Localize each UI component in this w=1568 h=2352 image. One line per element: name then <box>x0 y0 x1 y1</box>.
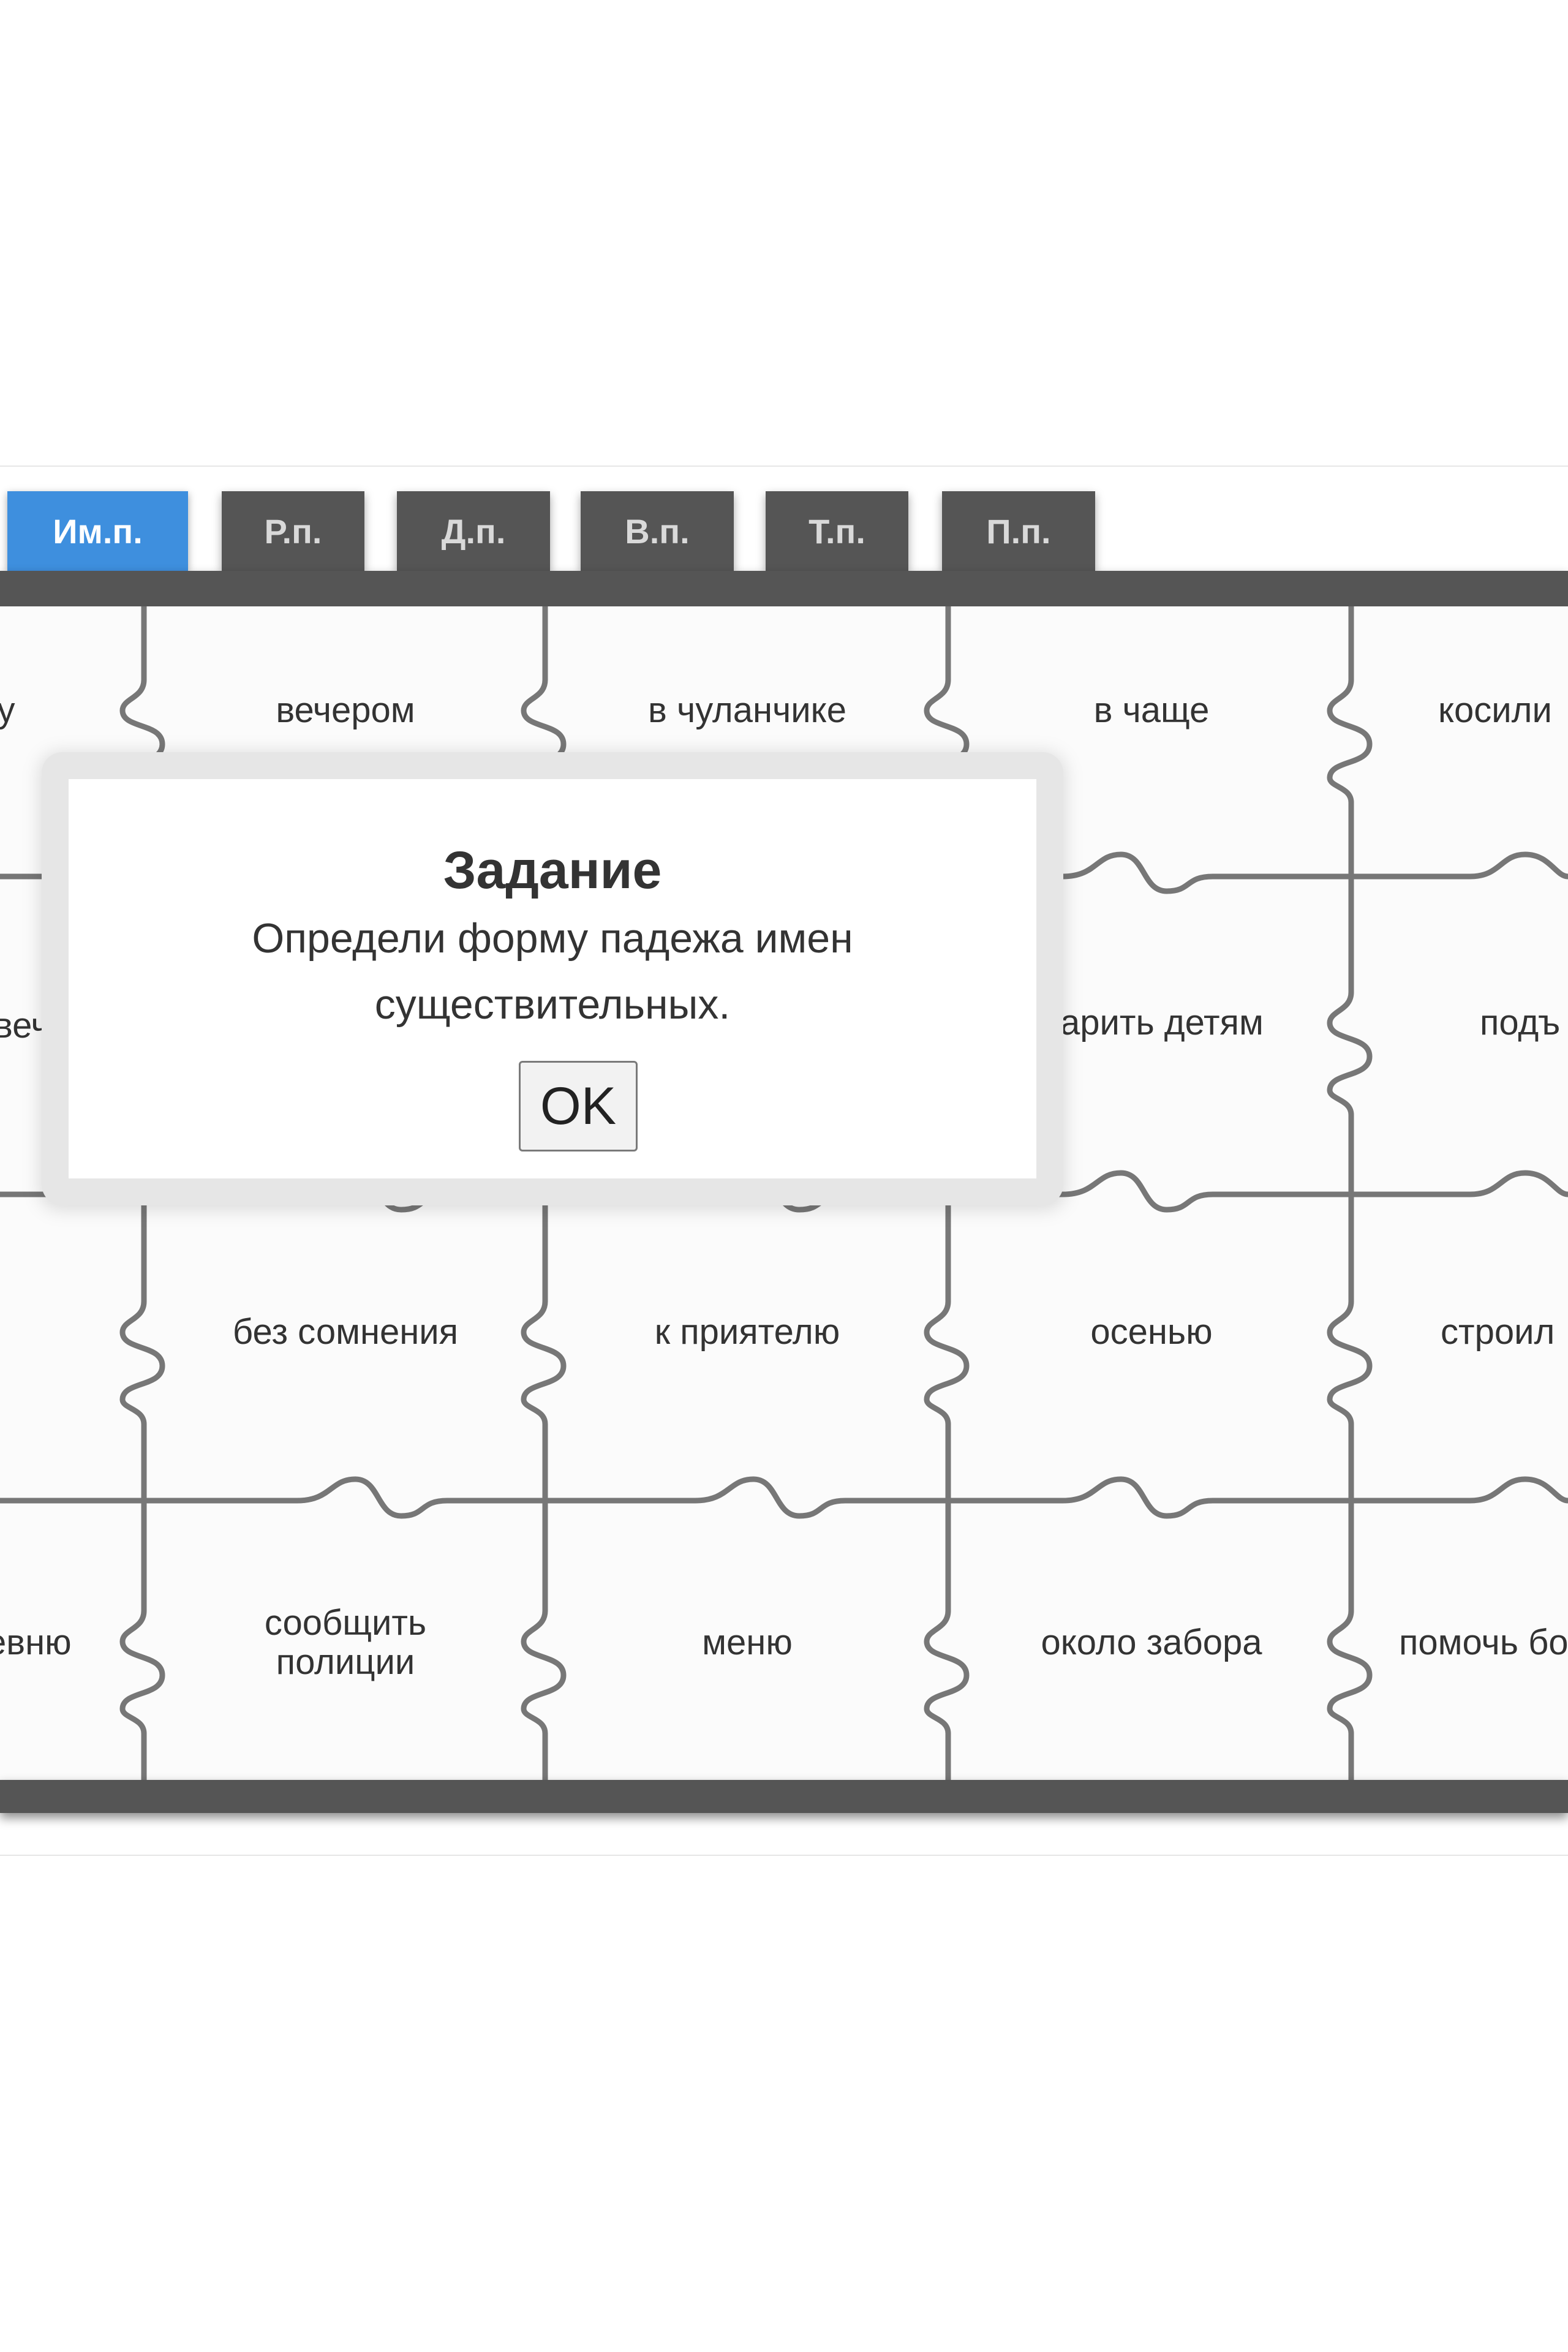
puzzle-piece[interactable]: меню <box>702 1623 793 1662</box>
piece-label: сообщить полиции <box>264 1603 427 1682</box>
bottom-divider <box>0 1855 1568 1856</box>
puzzle-piece[interactable]: без сомнения <box>232 1312 459 1352</box>
dialog-message-line: существительных. <box>374 981 731 1028</box>
tab-genitive[interactable]: Р.п. <box>222 491 364 571</box>
puzzle-piece[interactable]: в чаще <box>1093 690 1210 730</box>
dialog-title: Задание <box>443 841 662 900</box>
puzzle-piece[interactable]: около забора <box>1041 1623 1262 1662</box>
dialog-message: Определи форму падежа имен существительн… <box>69 905 1036 1038</box>
puzzle-piece[interactable]: в чуланчике <box>648 690 846 730</box>
puzzle-piece[interactable]: у <box>0 690 15 730</box>
tab-nominative[interactable]: Им.п. <box>7 491 188 571</box>
ok-button[interactable]: OK <box>519 1061 638 1152</box>
puzzle-piece[interactable]: помочь бо <box>1399 1623 1568 1662</box>
tab-instrumental[interactable]: Т.п. <box>766 491 908 571</box>
puzzle-piece[interactable]: косили <box>1438 690 1552 730</box>
puzzle-piece[interactable]: подъ <box>1480 1003 1561 1042</box>
tab-prepositional[interactable]: П.п. <box>942 491 1095 571</box>
board-frame-bottom <box>0 1780 1568 1813</box>
puzzle-piece[interactable]: вечером <box>276 690 415 730</box>
case-tabs: Им.п. Р.п. Д.п. В.п. Т.п. П.п. <box>0 491 1568 571</box>
puzzle-piece[interactable]: сообщить полиции <box>192 1594 499 1692</box>
puzzle-grid <box>0 606 1568 1780</box>
board-frame-top <box>0 571 1568 606</box>
top-divider <box>0 466 1568 467</box>
puzzle-piece[interactable]: дарить детям <box>1039 1003 1264 1042</box>
tab-accusative[interactable]: В.п. <box>581 491 734 571</box>
dialog-message-line: Определи форму падежа имен <box>252 915 853 962</box>
puzzle-piece[interactable]: осенью <box>1090 1312 1213 1352</box>
puzzle-piece[interactable]: евню <box>0 1623 72 1662</box>
task-dialog: Задание Определи форму падежа имен сущес… <box>42 752 1063 1205</box>
tab-dative[interactable]: Д.п. <box>397 491 550 571</box>
task-dialog-body: Задание Определи форму падежа имен сущес… <box>69 779 1036 1178</box>
puzzle-piece[interactable]: к приятелю <box>654 1312 840 1352</box>
puzzle-piece[interactable]: строил <box>1441 1312 1555 1352</box>
